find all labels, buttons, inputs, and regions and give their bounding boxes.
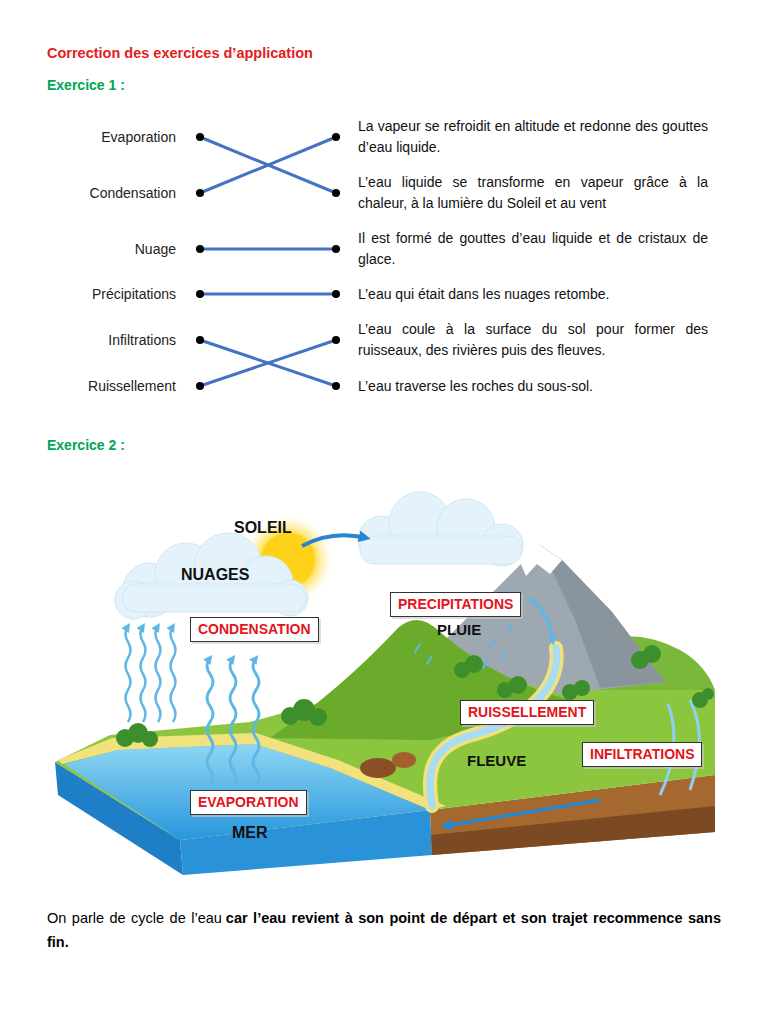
term-label: Ruissellement (40, 376, 200, 397)
definition-text: L’eau traverse les roches du sous-sol. (336, 376, 708, 397)
node-text: L’eau qui était dans les nuages retombe. (358, 284, 708, 305)
node-text: CONDENSATION (198, 621, 311, 638)
term-label: Précipitations (40, 284, 200, 305)
matching-line (200, 340, 336, 386)
stage-label-box: PRECIPITATIONS (390, 592, 521, 617)
stage-label-box: EVAPORATION (190, 790, 307, 815)
matching-line (200, 137, 336, 193)
node-text: Condensation (40, 183, 176, 204)
definition-text: L’eau qui était dans les nuages retombe. (336, 284, 708, 305)
stage-label-box: CONDENSATION (190, 617, 319, 642)
match-dot (196, 290, 204, 298)
definition-text: Il est formé de gouttes d’eau liquide et… (336, 228, 708, 270)
match-dot (332, 189, 340, 197)
match-dot (196, 189, 204, 197)
illustration-label: MER (232, 824, 268, 842)
illustration-label: PLUIE (437, 621, 481, 638)
term-label: Condensation (40, 183, 200, 204)
term-label: Nuage (40, 239, 200, 260)
conclusion-text: On parle de cycle de l’eau (47, 910, 222, 926)
node-text: Précipitations (40, 284, 176, 305)
exercise-heading: Exercice 2 : (47, 437, 125, 453)
match-dot (196, 336, 204, 344)
node-text: Ruissellement (40, 376, 176, 397)
node-text: EVAPORATION (198, 794, 299, 811)
node-text: INFILTRATIONS (590, 746, 694, 763)
match-dot (332, 245, 340, 253)
term-label: Evaporation (40, 127, 200, 148)
match-dot (332, 382, 340, 390)
illustration-label: FLEUVE (467, 752, 526, 769)
node-text: RUISSELLEMENT (468, 704, 586, 721)
node-text: Evaporation (40, 127, 176, 148)
stage-label-box: RUISSELLEMENT (460, 700, 594, 725)
term-label: Infiltrations (40, 330, 200, 351)
illustration-label: NUAGES (181, 566, 249, 584)
match-dot (332, 290, 340, 298)
node-text: L’eau coule à la surface du sol pour for… (358, 319, 708, 361)
node-text: Nuage (40, 239, 176, 260)
worksheet-title: Correction des exercices d’application (47, 45, 313, 61)
node-text: PRECIPITATIONS (398, 596, 513, 613)
node-text: L’eau traverse les roches du sous-sol. (358, 376, 708, 397)
match-dot (196, 133, 204, 141)
match-dot (332, 336, 340, 344)
stage-label-box: INFILTRATIONS (582, 742, 702, 767)
matching-line (200, 340, 336, 386)
node-text: L’eau liquide se transforme en vapeur gr… (358, 172, 708, 214)
matching-line (200, 248, 336, 251)
match-dot (196, 382, 204, 390)
conclusion-paragraph: On parle de cycle de l’eaucar l’eau revi… (47, 906, 721, 954)
match-dot (332, 133, 340, 141)
definition-text: L’eau coule à la surface du sol pour for… (336, 319, 708, 361)
node-text: La vapeur se refroidit en altitude et re… (358, 116, 708, 158)
definition-text: La vapeur se refroidit en altitude et re… (336, 116, 708, 158)
illustration-label: SOLEIL (234, 519, 292, 537)
match-dot (196, 245, 204, 253)
matching-line (200, 293, 336, 296)
node-text: Il est formé de gouttes d’eau liquide et… (358, 228, 708, 270)
exercise-heading: Exercice 1 : (47, 77, 125, 93)
node-text: Infiltrations (40, 330, 176, 351)
matching-line (200, 137, 336, 193)
definition-text: L’eau liquide se transforme en vapeur gr… (336, 172, 708, 214)
